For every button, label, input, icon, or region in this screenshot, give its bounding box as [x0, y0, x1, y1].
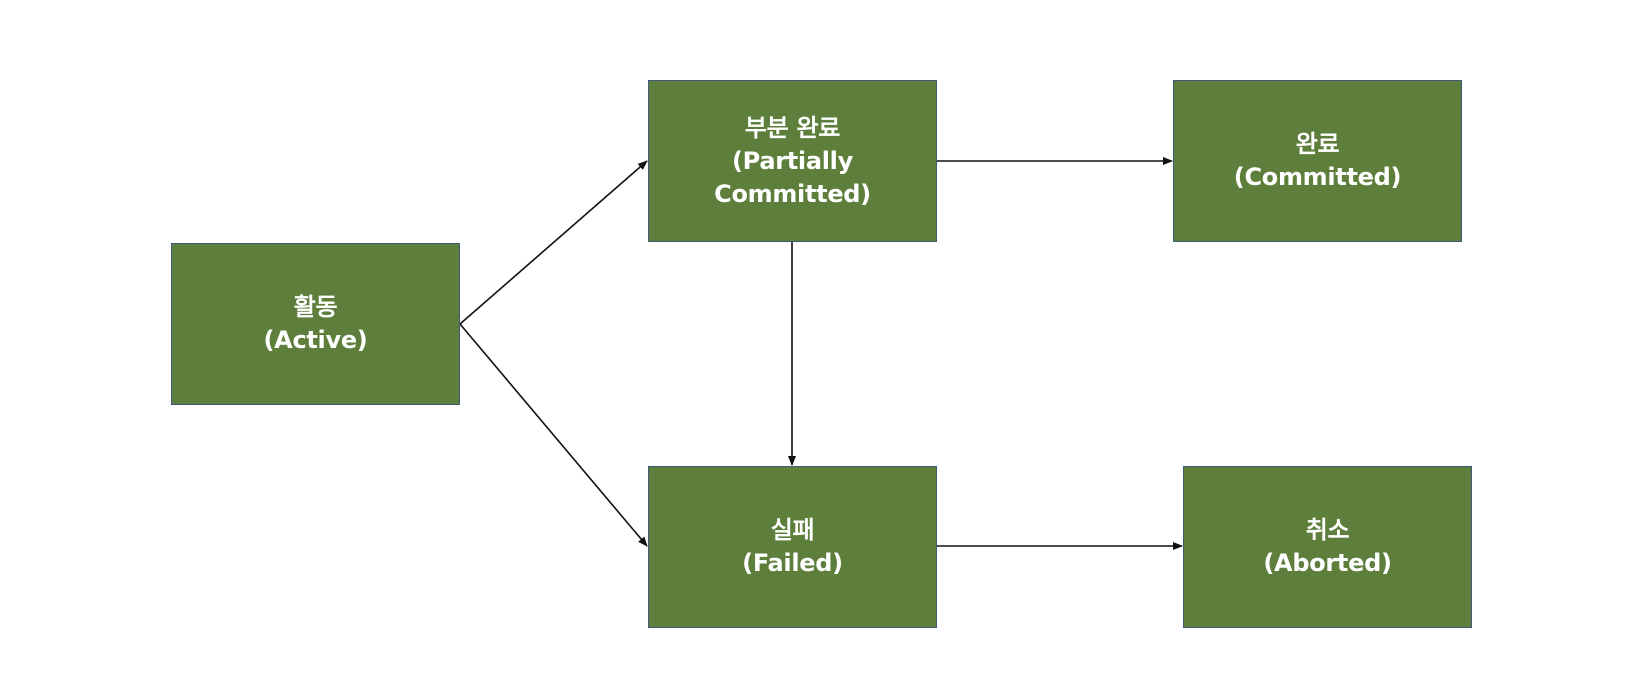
state-label-korean: 부분 완료 — [744, 113, 841, 142]
state-label-korean: 완료 — [1295, 130, 1340, 158]
state-node-failed: 실패 (Failed) — [648, 466, 937, 628]
state-label-english: (Active) — [263, 326, 368, 354]
state-node-aborted: 취소 (Aborted) — [1183, 466, 1472, 628]
state-label-english-line2: Committed) — [714, 179, 871, 208]
arrow-active-to-failed — [459, 323, 648, 547]
state-node-partially-committed: 부분 완료 (Partially Committed) — [648, 80, 937, 242]
state-label-korean: 실패 — [770, 516, 815, 544]
state-label-english: (Failed) — [742, 549, 843, 577]
state-node-committed: 완료 (Committed) — [1173, 80, 1462, 242]
arrow-active-to-partial — [459, 160, 648, 325]
state-label-english: (Aborted) — [1263, 549, 1392, 577]
state-node-active: 활동 (Active) — [171, 243, 460, 405]
state-label-english-line1: (Partially — [732, 146, 853, 175]
state-label-korean: 활동 — [293, 293, 338, 321]
state-label-korean: 취소 — [1305, 516, 1350, 544]
state-label-english: (Committed) — [1233, 163, 1402, 191]
